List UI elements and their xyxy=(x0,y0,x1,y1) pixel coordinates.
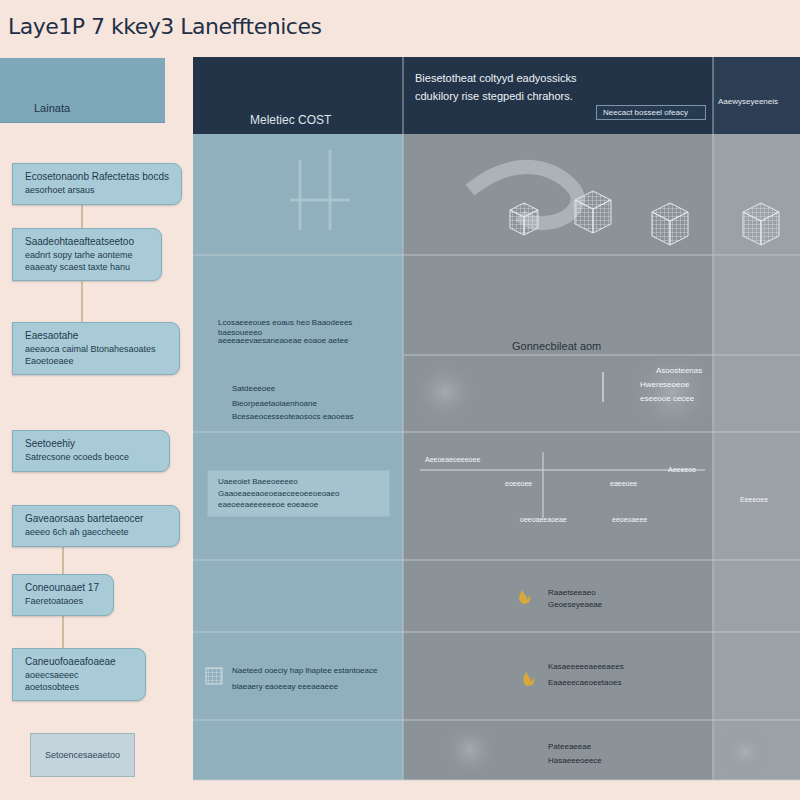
connector-line xyxy=(81,205,83,228)
table-text: Biesetotheat coltyyd eadyossicks xyxy=(415,72,576,86)
table-text: Geoeseyeaeae xyxy=(548,600,602,610)
table-text: eeoeoaeee xyxy=(612,516,647,525)
node-text: Eaesaotahe xyxy=(25,329,169,342)
table-text: aeeeaeevaesaneaoeae eoaoe aetee xyxy=(218,336,398,346)
node-text: Eaoetoeaee xyxy=(25,356,169,368)
table-text: oeeoaeeaoeae xyxy=(520,516,567,525)
table-text: Satdeeeoee xyxy=(232,384,275,394)
table-text: Raaetseeaeo xyxy=(548,588,596,598)
table-text: eaeeoee xyxy=(610,480,637,489)
table-text: Aaewyseyeeneis xyxy=(718,97,778,107)
node-text: Coneounaaet 17 xyxy=(25,581,103,594)
table-text: blaeaery eaoeeay eeeaeaeee xyxy=(232,682,400,692)
node-text: Caneuofoaeafoaeae xyxy=(25,655,135,668)
node-text: Uaeeoiet Baeeoeeeeo xyxy=(218,476,379,488)
node-text: eaeoeeaeeeeeeoe eoeaeoe xyxy=(218,499,379,511)
node-text: aoeecsaeeec aoetosobtees xyxy=(25,670,135,693)
column-one xyxy=(193,134,403,780)
node-text: Gaaoeaeeaoeoeaeceeoeeoeoaeo xyxy=(218,488,379,500)
flame-icon xyxy=(519,590,534,686)
table-text: Meletiec COST xyxy=(250,113,331,128)
table-text: Hasaeeeoeece xyxy=(548,756,602,766)
table-text: cdukilory rise stegpedi chrahors. xyxy=(415,90,573,104)
process-box: Caneuofoaeafoaeae aoeecsaeeec aoetosobtee… xyxy=(12,648,146,701)
node-text: Neecact bosseel ofeacy xyxy=(603,108,699,117)
node-text: Setoencesaeaetoo xyxy=(41,750,124,760)
node-text: Satrecsone ocoeds beoce xyxy=(25,452,159,464)
table-text: Gonnecbileat aom xyxy=(512,340,601,354)
node-text: aeeeo 6ch ah gaeccheete xyxy=(25,527,169,539)
table-text: eseeooe cecee xyxy=(640,394,694,404)
node-text: Gaveaorsaas bartetaeocer xyxy=(25,512,169,525)
connector-line xyxy=(62,616,64,648)
table-text: Bieorpeaetaoiaenhoane xyxy=(232,399,317,409)
node-text: Faeretoataoes xyxy=(25,596,103,608)
row-lines xyxy=(420,452,705,518)
table-text: Eaaeeecaeoeetaoes xyxy=(548,678,621,688)
grid-icon xyxy=(206,668,222,684)
table-text: Eeeeoee xyxy=(740,496,768,505)
table-text: Hwereseoeoe xyxy=(640,380,689,390)
table-cell-box: Uaeeoiet BaeeoeeeeoGaaoeaeeaoeoeaeceeoee… xyxy=(207,470,390,517)
header-row xyxy=(193,57,800,134)
node-text: aesorhoet arsaus xyxy=(25,185,171,197)
node-text: Seetoeehiy xyxy=(25,437,159,450)
process-box: Gaveaorsaas bartetaeocer aeeeo 6ch ah gae… xyxy=(12,505,180,547)
table-text: Bcesaeocesseoteaosocs eaooeas xyxy=(232,412,397,422)
table-text: Aeeoeaeoeeeoee xyxy=(425,456,480,465)
table-text: Pateeaeeae xyxy=(548,742,591,752)
faint-circles xyxy=(413,350,771,778)
process-box: Eaesaotahe aeeaoca caimal BtonahesaoatesE… xyxy=(12,322,180,375)
node-text: eaaeaty scaest taxte hanu xyxy=(25,262,151,274)
node-text: Lainata xyxy=(34,102,155,114)
process-box: SeetoeehiySatrecsone ocoeds beoce xyxy=(12,430,170,472)
node-text: Ecosetonaonb Rafectetas bocds xyxy=(25,170,171,183)
column-three xyxy=(713,134,800,780)
table-text: Lcosaeeeoues eoaus heo Baaodeees baesoue… xyxy=(218,318,398,338)
process-box: Coneounaaet 17 Faeretoataoes xyxy=(12,574,114,616)
process-box: Ecosetonaonb Rafectetas bocds aesorhoet a… xyxy=(12,163,182,205)
header-tag: Neecact bosseel ofeacy xyxy=(596,105,706,120)
table-text: Asoosteenas xyxy=(656,366,702,376)
node-text: Saadeohtaeafteatseetoo xyxy=(25,235,151,248)
node-text: eadnrt sopy tarhe aonteme xyxy=(25,250,151,262)
footer-box: Setoencesaeaetoo xyxy=(30,733,135,777)
table-text: Aeeeeoe xyxy=(668,466,696,475)
header-band: Lainata xyxy=(0,58,165,123)
process-box: Saadeohtaeafteatseetoo eadnrt sopy tarhe … xyxy=(12,228,162,281)
table-text: eoeeoee xyxy=(505,480,532,489)
page-title: Laye1P 7 kkey3 Lanefftenices xyxy=(8,14,321,39)
table-text: Naeteed ooeciy hap lhaptee estantoeace xyxy=(232,666,400,676)
node-text: aeeaoca caimal Btonahesaoates xyxy=(25,344,169,356)
connector-line xyxy=(62,547,64,574)
wireframe-illustration xyxy=(290,150,779,245)
connector-line xyxy=(81,281,83,322)
column-two xyxy=(403,134,713,780)
table-text: Kasaeeeeeaeeeaees xyxy=(548,662,624,672)
